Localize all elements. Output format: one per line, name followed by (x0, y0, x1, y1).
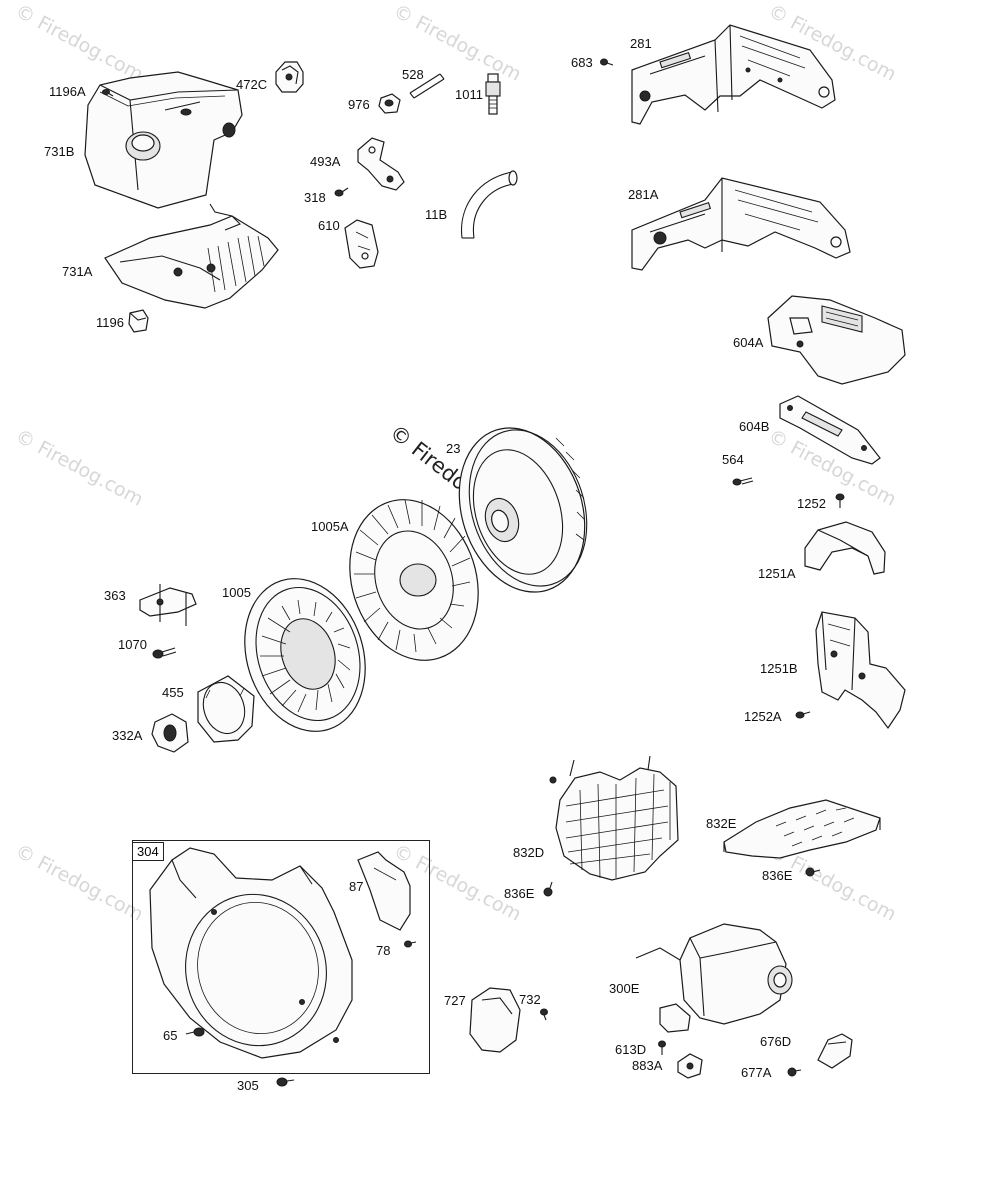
label-1005A: 1005A (311, 519, 349, 534)
label-1011: 1011 (455, 87, 483, 102)
screw-1252 (835, 493, 845, 508)
plate-832E (723, 799, 881, 859)
screw-564 (732, 477, 754, 486)
deflector-676D (817, 1033, 853, 1069)
label-610: 610 (318, 218, 340, 233)
label-305: 305 (237, 1078, 259, 1093)
label-676D: 676D (760, 1034, 792, 1049)
nut-332A (151, 713, 189, 753)
label-332A: 332A (112, 728, 143, 743)
fan-1005 (244, 578, 366, 732)
label-87: 87 (349, 879, 364, 894)
flywheel-23 (458, 427, 588, 593)
label-731A: 731A (62, 264, 93, 279)
muffler-300E (635, 923, 793, 1033)
bracket-1251B (815, 611, 906, 730)
knob-1196 (128, 309, 149, 333)
assembly-box-304 (132, 840, 430, 1074)
label-832D: 832D (513, 845, 545, 860)
screw-683 (600, 58, 614, 66)
label-836E-right: 836E (762, 868, 793, 883)
plate-604B (779, 395, 881, 465)
gasket-883A (677, 1053, 703, 1079)
label-300E: 300E (609, 981, 640, 996)
assembly-box-label: 304 (132, 842, 164, 861)
gasket-610 (344, 219, 379, 269)
grommet-976 (378, 93, 401, 114)
label-1005: 1005 (222, 585, 251, 600)
screw-65 (185, 1027, 205, 1037)
label-455: 455 (162, 685, 184, 700)
screw-836E-left (543, 881, 553, 897)
lower-shroud-731A (104, 203, 279, 309)
part-1011 (485, 73, 501, 115)
label-732: 732 (519, 992, 541, 1007)
label-836E-left: 836E (504, 886, 535, 901)
screw-677A (787, 1067, 802, 1077)
label-677A: 677A (741, 1065, 772, 1080)
label-472C: 472C (236, 77, 268, 92)
screw-1252A (795, 711, 811, 719)
cover-727 (469, 987, 521, 1053)
screw-318 (334, 187, 349, 197)
label-683: 683 (571, 55, 593, 70)
linkage-363 (139, 584, 197, 626)
label-11B: 11B (425, 207, 448, 222)
screw-836E-right (805, 867, 821, 877)
clip-472C (275, 61, 304, 93)
hose-11B (460, 170, 518, 239)
tube-528 (409, 73, 445, 99)
label-1196: 1196 (96, 315, 124, 330)
bracket-281 (631, 24, 836, 125)
cup-455 (197, 675, 255, 743)
label-832E: 832E (706, 816, 737, 831)
label-318: 318 (304, 190, 326, 205)
label-23: 23 (446, 441, 461, 456)
label-1252: 1252 (797, 496, 826, 511)
label-78: 78 (376, 943, 391, 958)
screw-613D (658, 1040, 666, 1055)
label-1252A: 1252A (744, 709, 782, 724)
cover-1251A (804, 521, 886, 575)
screw-732 (540, 1008, 548, 1021)
label-281: 281 (630, 36, 652, 51)
label-883A: 883A (632, 1058, 663, 1073)
label-281A: 281A (628, 187, 659, 202)
label-1251B: 1251B (760, 661, 798, 676)
bracket-281A (631, 177, 851, 271)
screw-78 (404, 940, 417, 948)
label-65: 65 (163, 1028, 178, 1043)
label-604B: 604B (739, 419, 770, 434)
label-493A: 493A (310, 154, 341, 169)
label-727: 727 (444, 993, 466, 1008)
label-564: 564 (722, 452, 744, 467)
label-604A: 604A (733, 335, 764, 350)
label-613D: 613D (615, 1042, 647, 1057)
bracket-493A (357, 137, 405, 191)
fan-1005A (349, 499, 479, 661)
blower-housing-304 (149, 847, 353, 1059)
screw-1070 (152, 647, 177, 659)
label-1070: 1070 (118, 637, 147, 652)
upper-shroud-731B (84, 71, 243, 209)
label-1251A: 1251A (758, 566, 796, 581)
screw-305 (276, 1077, 295, 1087)
label-731B: 731B (44, 144, 75, 159)
label-363: 363 (104, 588, 126, 603)
label-976: 976 (348, 97, 370, 112)
screw-1196A (102, 89, 114, 97)
guard-832D (549, 755, 679, 881)
air-guide-604A (767, 295, 906, 385)
label-528: 528 (402, 67, 424, 82)
shield-87 (357, 851, 411, 931)
label-1196A: 1196A (49, 84, 86, 99)
